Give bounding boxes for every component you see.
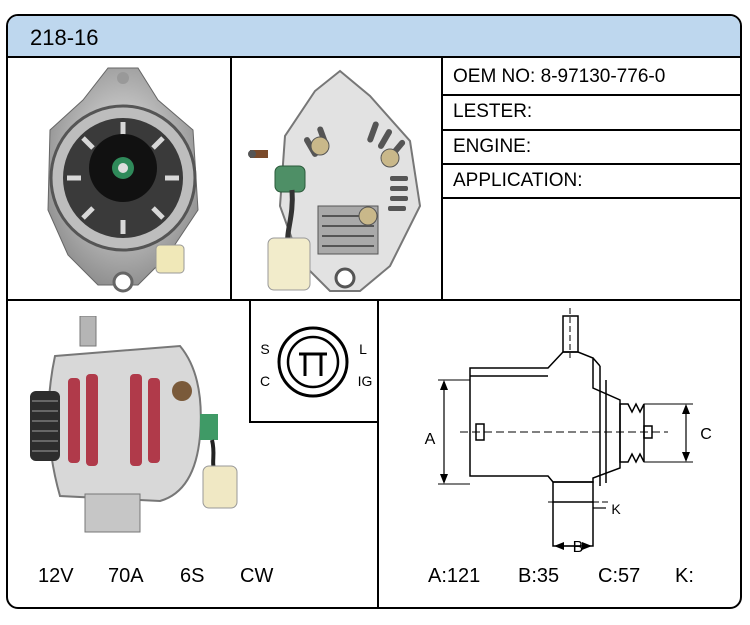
divider: [8, 299, 740, 301]
alternator-side-photo: [30, 316, 238, 533]
dimension-a: A:121: [428, 565, 481, 587]
dimension-drawing: A C K B: [425, 308, 712, 556]
divider: [230, 58, 232, 300]
pin-c-label: C: [260, 373, 270, 389]
model-number: 218-16: [30, 25, 99, 50]
pin-l-label: L: [359, 341, 367, 357]
divider: [377, 300, 379, 607]
dimension-c: C:57: [598, 565, 641, 587]
divider: [441, 163, 740, 165]
dim-a-label: A: [425, 431, 436, 448]
divider: [249, 421, 379, 423]
pin-s-label: S: [260, 341, 269, 357]
divider: [441, 129, 740, 131]
dimension-b: B:35: [518, 565, 560, 587]
dimension-k: K:: [675, 565, 694, 587]
spec-amperage: 70A: [108, 565, 144, 587]
product-card: 218-16 OEM NO: 8-97130-776-0 LESTER: ENG…: [6, 14, 742, 609]
divider: [441, 197, 740, 199]
alternator-front-photo: [47, 67, 199, 293]
connector-diagram: S C L IG: [260, 326, 373, 398]
engine-label: ENGINE:: [453, 136, 532, 157]
divider: [441, 94, 740, 96]
divider: [249, 300, 251, 422]
dim-c-label: C: [700, 426, 712, 443]
oem-value: 8-97130-776-0: [540, 66, 666, 87]
oem-label: OEM NO:: [453, 66, 536, 87]
spec-rotation: CW: [240, 565, 274, 587]
header-bar: 218-16: [8, 16, 740, 58]
spec-voltage: 12V: [38, 565, 74, 587]
dim-b-label: B: [573, 539, 584, 556]
lester-label: LESTER:: [453, 101, 533, 122]
spec-pulley: 6S: [180, 565, 205, 587]
dim-k-label: K: [611, 501, 621, 517]
pin-ig-label: IG: [358, 373, 373, 389]
oem-row: OEM NO: 8-97130-776-0: [453, 66, 665, 88]
divider: [441, 58, 443, 300]
application-label: APPLICATION:: [453, 170, 583, 191]
alternator-rear-photo: [248, 69, 422, 292]
